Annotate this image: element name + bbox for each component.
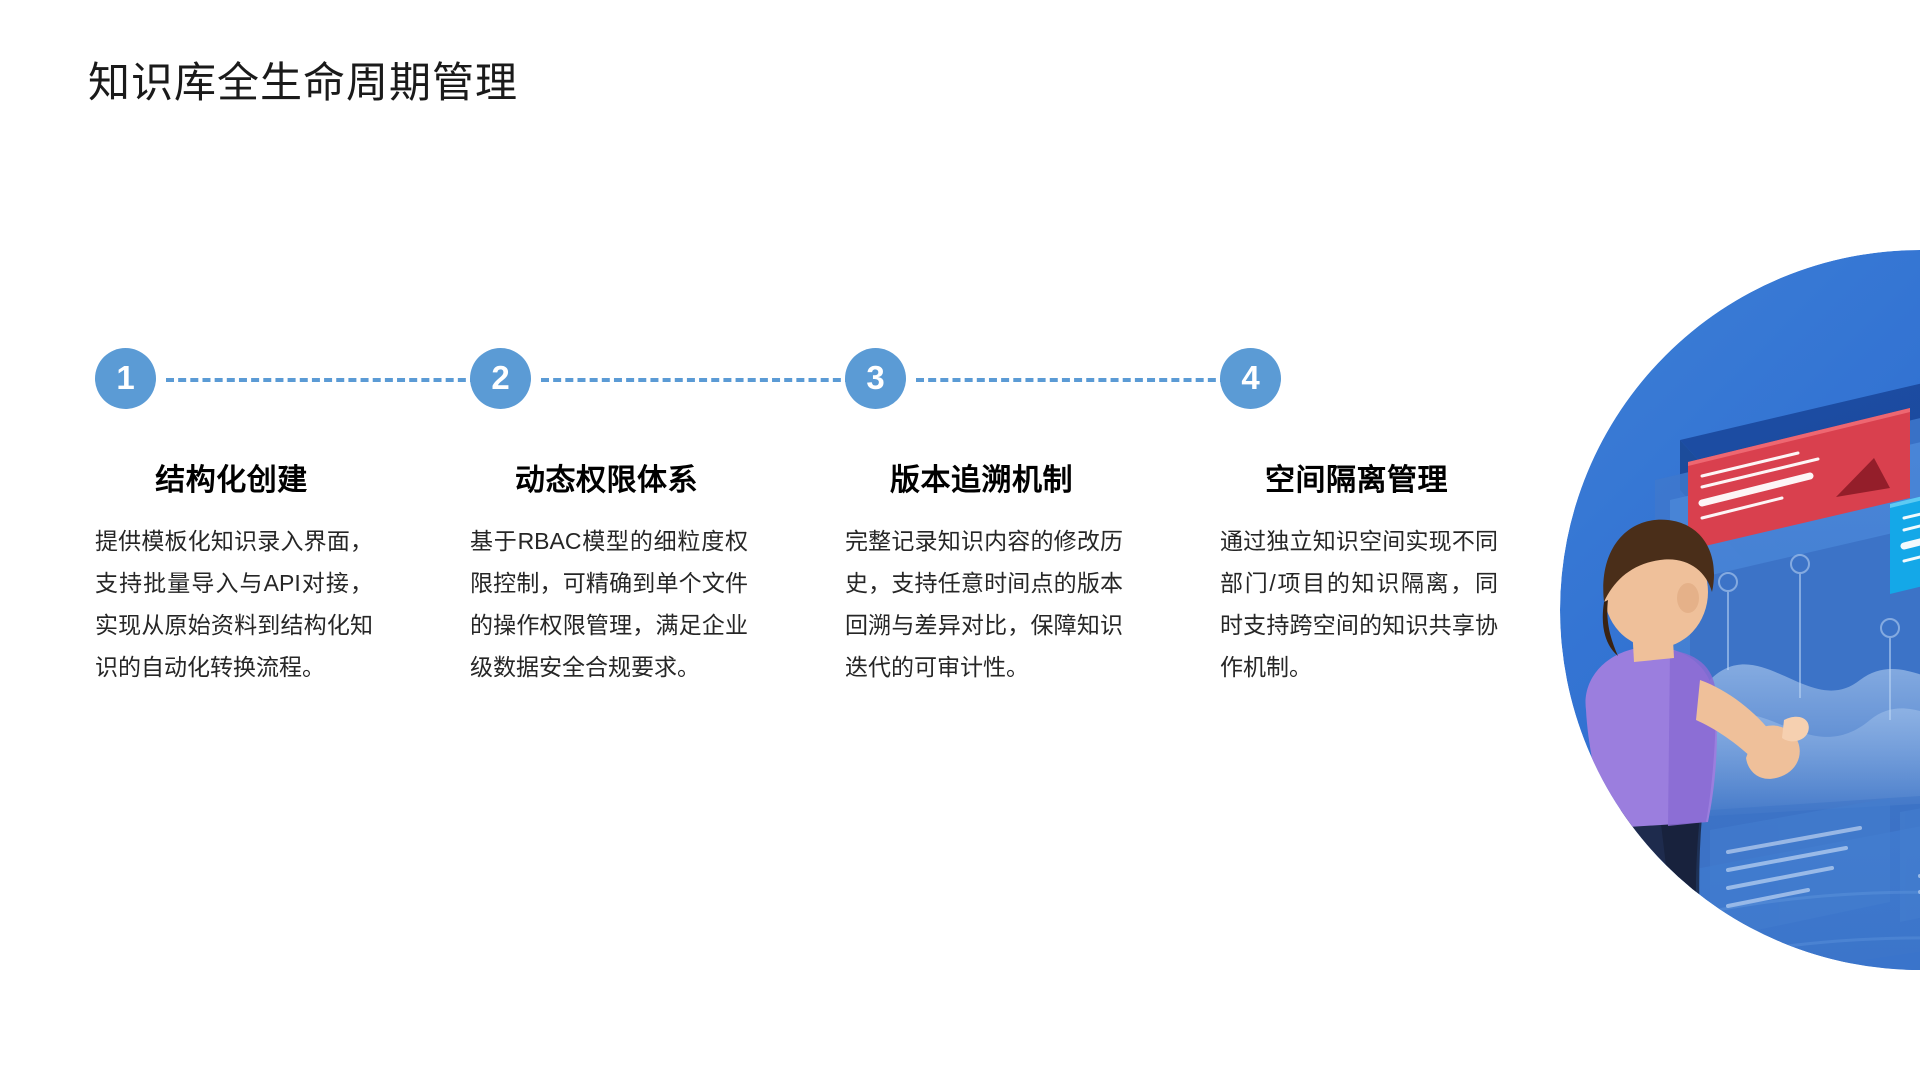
step-number-badge-2: 2 [470,348,531,409]
person-hair-shade [1602,600,1618,656]
step-heading-3: 版本追溯机制 [890,464,1073,497]
person-hand [1746,725,1800,779]
step-number-2: 2 [491,359,510,396]
area-chart-wave-2 [1710,708,1920,816]
step-body-1: 提供模板化知识录入界面，支持批量导入与API对接，实现从原始资料到结构化知识的自… [95,528,373,680]
timeline-steps: 1 结构化创建 提供模板化知识录入界面，支持批量导入与API对接，实现从原始资料… [95,348,1520,688]
ground-arcs [1589,890,1920,970]
network-nodes [1718,554,1900,720]
step-item-4[interactable]: 4 空间隔离管理 通过独立知识空间实现不同部门/项目的知识隔离，同时支持跨空间的… [1220,348,1520,688]
step-item-3[interactable]: 3 版本追溯机制 完整记录知识内容的修改历史，支持任意时间点的版本回溯与差异对比… [845,348,1145,688]
step-number-3: 3 [866,359,885,396]
text-card-left [1710,798,1890,940]
step-body-2: 基于RBAC模型的细粒度权限控制，可精确到单个文件的操作权限管理，满足企业级数据… [470,528,748,680]
step-connector-2-3 [541,378,853,382]
step-number-badge-3: 3 [845,348,906,409]
step-heading-4: 空间隔离管理 [1265,464,1448,497]
step-heading-2: 动态权限体系 [515,464,698,497]
screen-frame [1670,350,1920,970]
person-figure [1585,519,1809,970]
step-item-1[interactable]: 1 结构化创建 提供模板化知识录入界面，支持批量导入与API对接，实现从原始资料… [95,348,395,688]
person-finger [1782,716,1809,742]
alert-card-red [1688,408,1910,550]
illustration-scene: 60% 30% [1560,250,1920,970]
person-ear [1677,583,1699,613]
wall-top-face [1680,290,1920,560]
wall-main [1655,320,1920,970]
person-shirt-shade [1668,650,1716,826]
person-head [1604,536,1708,648]
step-item-2[interactable]: 2 动态权限体系 基于RBAC模型的细粒度权限控制，可精确到单个文件的操作权限管… [470,348,770,688]
hero-illustration: 60% 30% [1560,250,1920,970]
step-heading-1: 结构化创建 [155,464,308,497]
step-connector-1-2 [166,378,478,382]
step-connector-3-4 [916,378,1228,382]
text-card-mid [1900,782,1920,922]
person-hair [1603,519,1715,602]
area-chart-wave-1 [1710,664,1920,810]
step-number-1: 1 [116,359,135,396]
chart-panel [1690,492,1920,870]
illustration-background [1560,250,1920,970]
page-title: 知识库全生命周期管理 [88,59,519,106]
step-number-badge-1: 1 [95,348,156,409]
person-trousers-shade [1660,816,1712,970]
step-number-badge-4: 4 [1220,348,1281,409]
step-body-3: 完整记录知识内容的修改历史，支持任意时间点的版本回溯与差异对比，保障知识迭代的可… [845,528,1123,680]
alert-card-blue [1890,452,1920,594]
step-body-4: 通过独立知识空间实现不同部门/项目的知识隔离，同时支持跨空间的知识共享协作机制。 [1220,528,1498,680]
person-neck [1632,622,1674,662]
wall-top-side [1680,440,1790,610]
person-shirt [1585,646,1717,828]
person-arm [1696,680,1774,762]
person-trousers [1615,810,1710,970]
step-number-4: 4 [1241,359,1260,396]
